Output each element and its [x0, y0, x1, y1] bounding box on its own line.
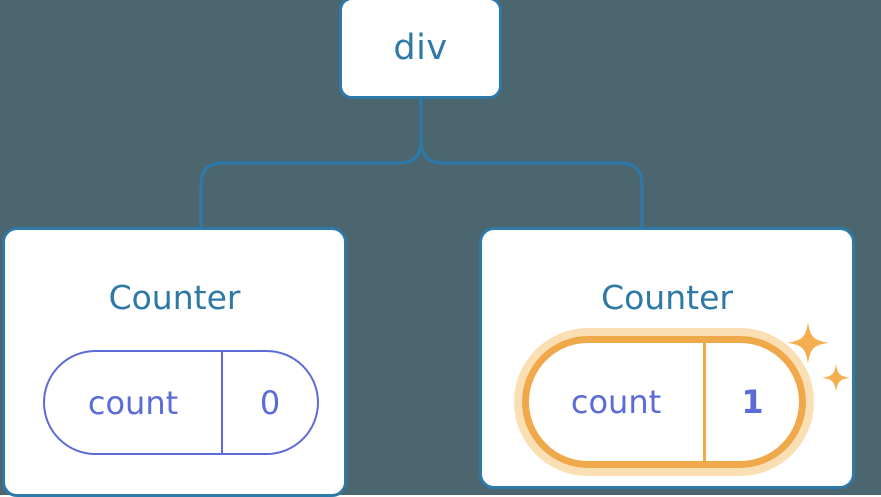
root-node-label: div: [393, 27, 448, 68]
component-card-counter-left[interactable]: Counter count 0: [2, 227, 347, 497]
state-pill-count[interactable]: count 0: [43, 350, 319, 455]
state-pill-count-highlighted[interactable]: count 1: [522, 336, 806, 468]
state-key-label: count: [529, 343, 706, 461]
component-title: Counter: [108, 278, 241, 317]
component-card-counter-right[interactable]: Counter count 1: [479, 227, 855, 489]
state-value-label: 0: [259, 383, 281, 422]
root-node-div[interactable]: div: [339, 0, 502, 99]
component-title: Counter: [601, 278, 733, 317]
state-value-label: 1: [741, 383, 764, 421]
state-key-label: count: [45, 352, 223, 453]
state-pill-highlight-wrapper: count 1: [522, 336, 806, 468]
